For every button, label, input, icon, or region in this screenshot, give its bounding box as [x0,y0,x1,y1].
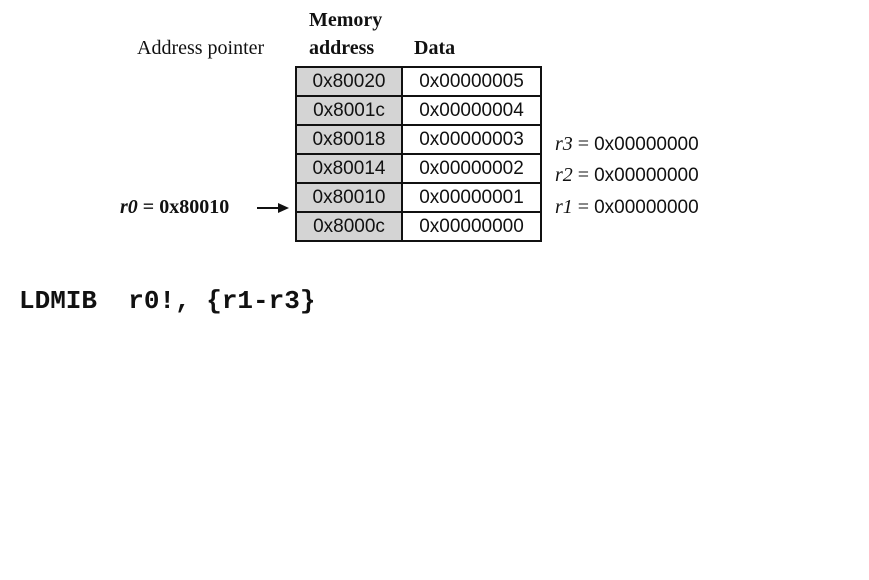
memory-address-cell: 0x80010 [295,182,403,213]
memory-row: 0x8000c 0x00000000 [295,211,542,242]
memory-address-cell: 0x8001c [295,95,403,126]
memory-address-cell: 0x8000c [295,211,403,242]
memory-row: 0x80014 0x00000002 [295,153,542,184]
address-pointer-label: r0 = 0x80010 [120,195,229,219]
memory-row: 0x80010 0x00000001 [295,182,542,213]
data-header: Data [414,37,456,59]
address-pointer-header: Address pointer [137,37,265,59]
memory-header-line1: Memory [309,9,383,31]
register-name: r2 [555,164,573,186]
memory-data-cell: 0x00000002 [401,153,542,184]
register-value: 0x00000000 [594,134,699,155]
register-value: 0x00000000 [594,165,699,186]
memory-row: 0x80018 0x00000003 [295,124,542,155]
pointer-value: = 0x80010 [137,196,230,218]
register-equals: = [572,196,595,218]
register-equals: = [572,133,595,155]
memory-data-cell: 0x00000005 [401,66,542,97]
register-r2-note: r2 = 0x00000000 [555,163,699,188]
memory-header-line2: address [309,37,375,59]
memory-address-cell: 0x80018 [295,124,403,155]
memory-table: 0x80020 0x00000005 0x8001c 0x00000004 0x… [295,66,542,242]
memory-row: 0x80020 0x00000005 [295,66,542,97]
memory-data-cell: 0x00000004 [401,95,542,126]
memory-data-cell: 0x00000000 [401,211,542,242]
register-name: r1 [555,196,573,218]
register-r3-note: r3 = 0x00000000 [555,132,699,157]
memory-row: 0x8001c 0x00000004 [295,95,542,126]
pointer-arrow-icon [257,203,289,213]
register-r1-note: r1 = 0x00000000 [555,195,699,220]
register-name: r3 [555,133,573,155]
register-equals: = [572,164,595,186]
memory-data-cell: 0x00000003 [401,124,542,155]
memory-data-cell: 0x00000001 [401,182,542,213]
register-value: 0x00000000 [594,197,699,218]
memory-address-cell: 0x80020 [295,66,403,97]
pointer-register: r0 [120,196,138,218]
instruction-text: LDMIB r0!, {r1-r3} [19,286,316,316]
memory-address-cell: 0x80014 [295,153,403,184]
